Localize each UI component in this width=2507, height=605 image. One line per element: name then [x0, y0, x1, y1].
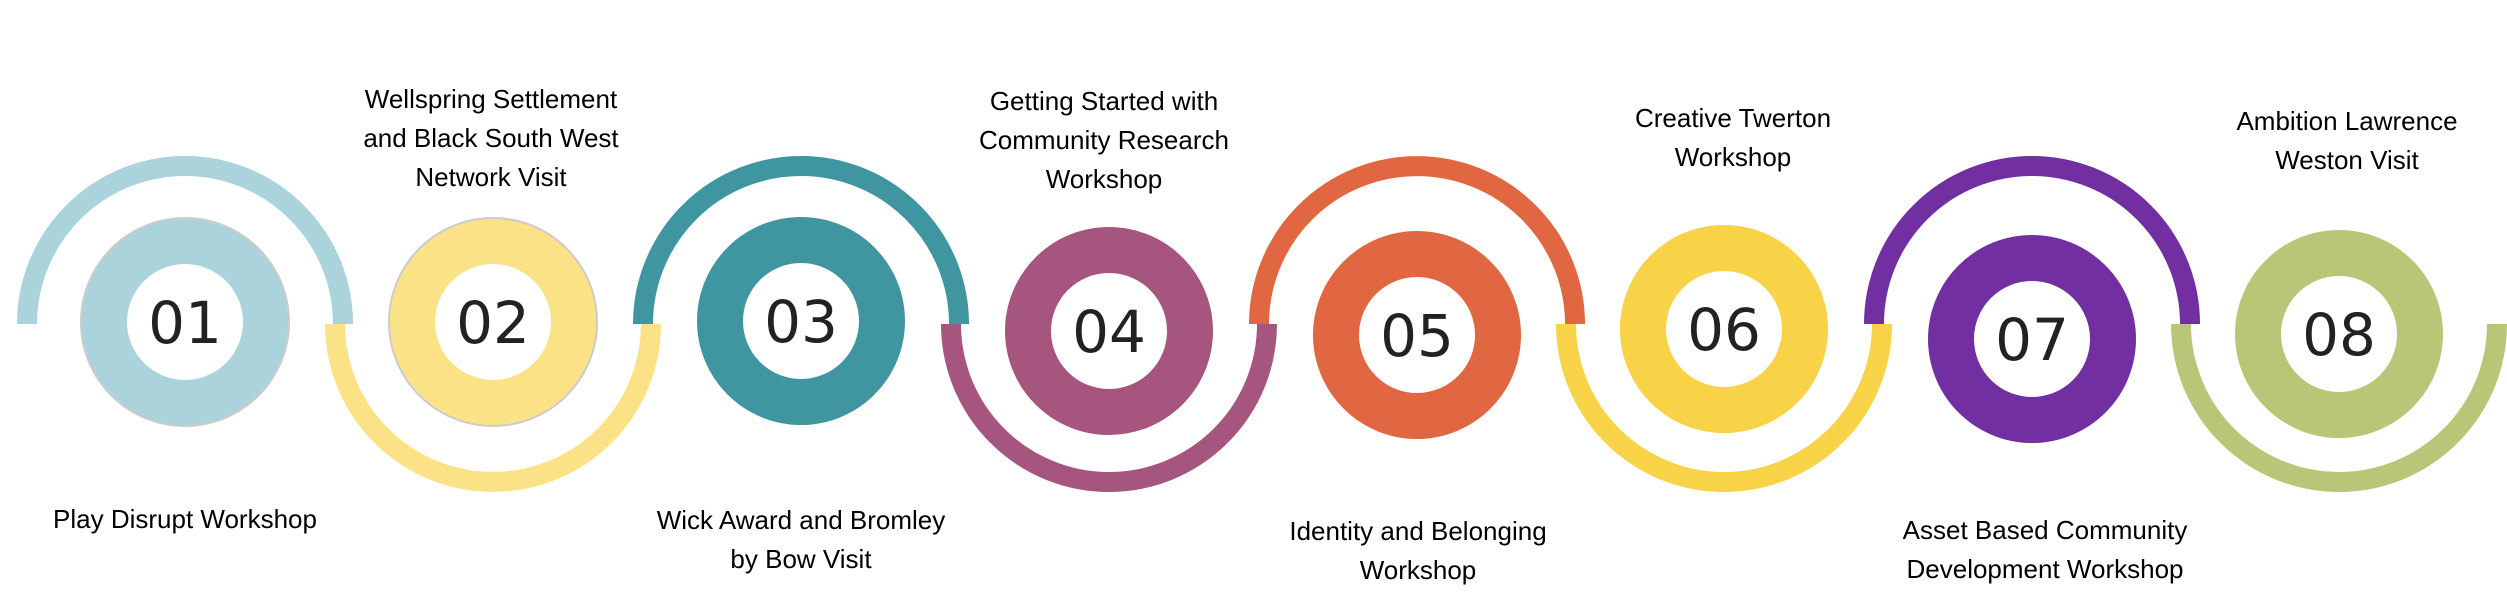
step-label-line: Play Disrupt Workshop: [53, 504, 317, 534]
step-number-05: 05: [1380, 302, 1454, 370]
step-ring-06: [1620, 225, 1828, 433]
step-label-line: by Bow Visit: [730, 544, 872, 574]
connector-arc-06: [1556, 323, 1892, 492]
step-label-line: Wick Award and Bromley: [657, 505, 946, 535]
step-label-line: Network Visit: [415, 162, 567, 192]
step-number-02: 02: [456, 289, 530, 357]
step-label-line: Development Workshop: [1907, 554, 2184, 584]
step-label-line: Community Research: [979, 125, 1229, 155]
connector-arcs: [17, 156, 2507, 492]
step-labels: Play Disrupt Workshop Wellspring Settleme…: [53, 84, 2458, 585]
connector-arc-04: [941, 323, 1277, 492]
step-label-line: and Black South West: [363, 123, 619, 153]
step-label-02: Wellspring Settlement and Black South Wes…: [363, 84, 619, 192]
connector-arc-02: [325, 323, 661, 492]
step-label-line: Weston Visit: [2275, 145, 2419, 175]
step-ring-01: [81, 218, 289, 426]
step-ring-outline-02: [388, 217, 598, 427]
connector-arc-07: [1864, 156, 2200, 325]
step-ring-05: [1313, 231, 1521, 439]
step-label-line: Workshop: [1675, 142, 1792, 172]
step-number-06: 06: [1687, 296, 1761, 364]
step-label-line: Ambition Lawrence: [2236, 106, 2457, 136]
step-label-03: Wick Award and Bromley by Bow Visit: [657, 505, 946, 574]
step-number-04: 04: [1072, 298, 1146, 366]
step-number-01: 01: [148, 289, 222, 357]
connector-arc-05: [1249, 156, 1585, 325]
step-label-line: Asset Based Community: [1903, 515, 2188, 545]
step-label-line: Getting Started with: [990, 86, 1218, 116]
connector-arc-08: [2171, 323, 2507, 492]
step-ring-03: [697, 217, 905, 425]
step-ring-02: [389, 218, 597, 426]
step-label-line: Wellspring Settlement: [365, 84, 618, 114]
connector-arc-01: [17, 156, 353, 325]
step-rings: 01 02 03 04 05 06 07 08: [80, 217, 2443, 443]
step-label-line: Workshop: [1360, 555, 1477, 585]
step-label-line: Identity and Belonging: [1289, 516, 1546, 546]
step-label-line: Creative Twerton: [1635, 103, 1831, 133]
connector-arc-03: [633, 156, 969, 325]
step-ring-outline-01: [80, 217, 290, 427]
step-number-03: 03: [764, 288, 838, 356]
step-ring-04: [1005, 227, 1213, 435]
step-ring-08: [2235, 230, 2443, 438]
step-label-line: Workshop: [1046, 164, 1163, 194]
step-number-08: 08: [2302, 301, 2376, 369]
step-ring-07: [1928, 235, 2136, 443]
step-number-07: 07: [1995, 306, 2069, 374]
step-label-01: Play Disrupt Workshop: [53, 504, 317, 534]
